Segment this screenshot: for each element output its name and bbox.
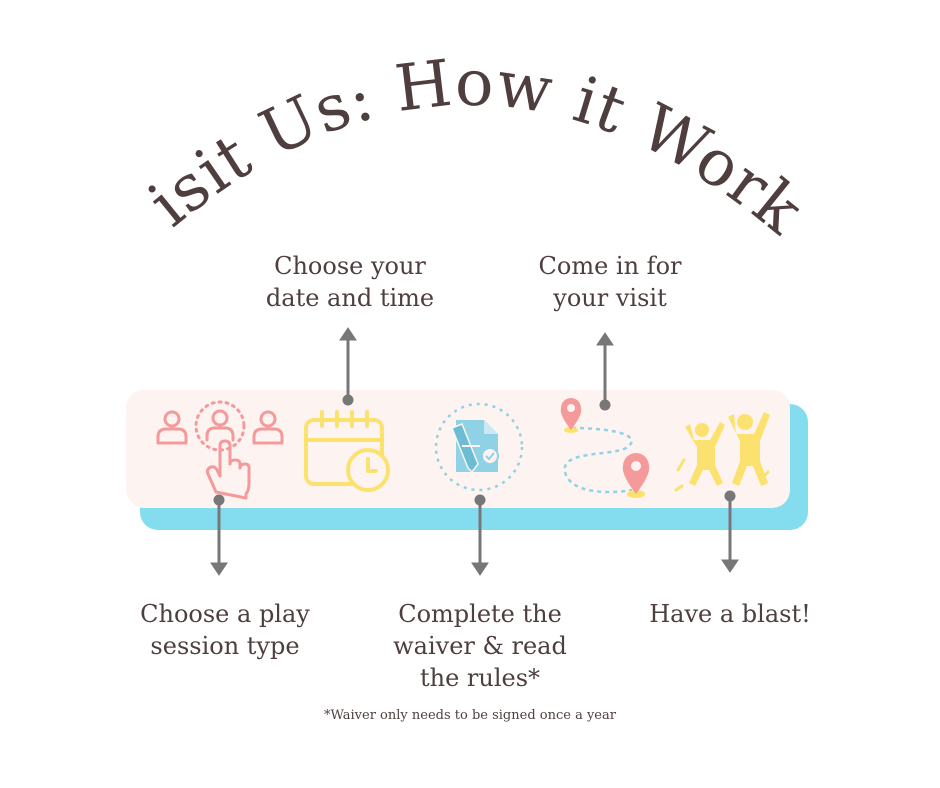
footnote: *Waiver only needs to be signed once a y… bbox=[324, 708, 616, 723]
arrow-step-3 bbox=[471, 494, 489, 576]
step-label-visit: Come in for your visit bbox=[538, 252, 682, 312]
step-label-date-time: Choose your date and time bbox=[265, 252, 435, 312]
arrow-step-2 bbox=[339, 327, 357, 406]
map-route-icon bbox=[560, 398, 650, 498]
title-graphic: Visit Us: How it Works bbox=[0, 0, 816, 249]
step-label-have-blast: Have a blast! bbox=[649, 600, 811, 628]
arrow-step-5 bbox=[721, 490, 739, 573]
arrow-step-4 bbox=[596, 332, 614, 411]
document-sign-icon bbox=[434, 402, 524, 492]
hand-pointer-people-icon bbox=[156, 400, 284, 500]
step-label-waiver: Complete the waiver & read the rules* bbox=[393, 600, 567, 692]
step-label-play-session: Choose a play session type bbox=[140, 600, 310, 660]
arrow-step-1 bbox=[210, 494, 228, 576]
calendar-clock-icon bbox=[304, 410, 390, 492]
jumping-people-icon bbox=[674, 412, 770, 492]
